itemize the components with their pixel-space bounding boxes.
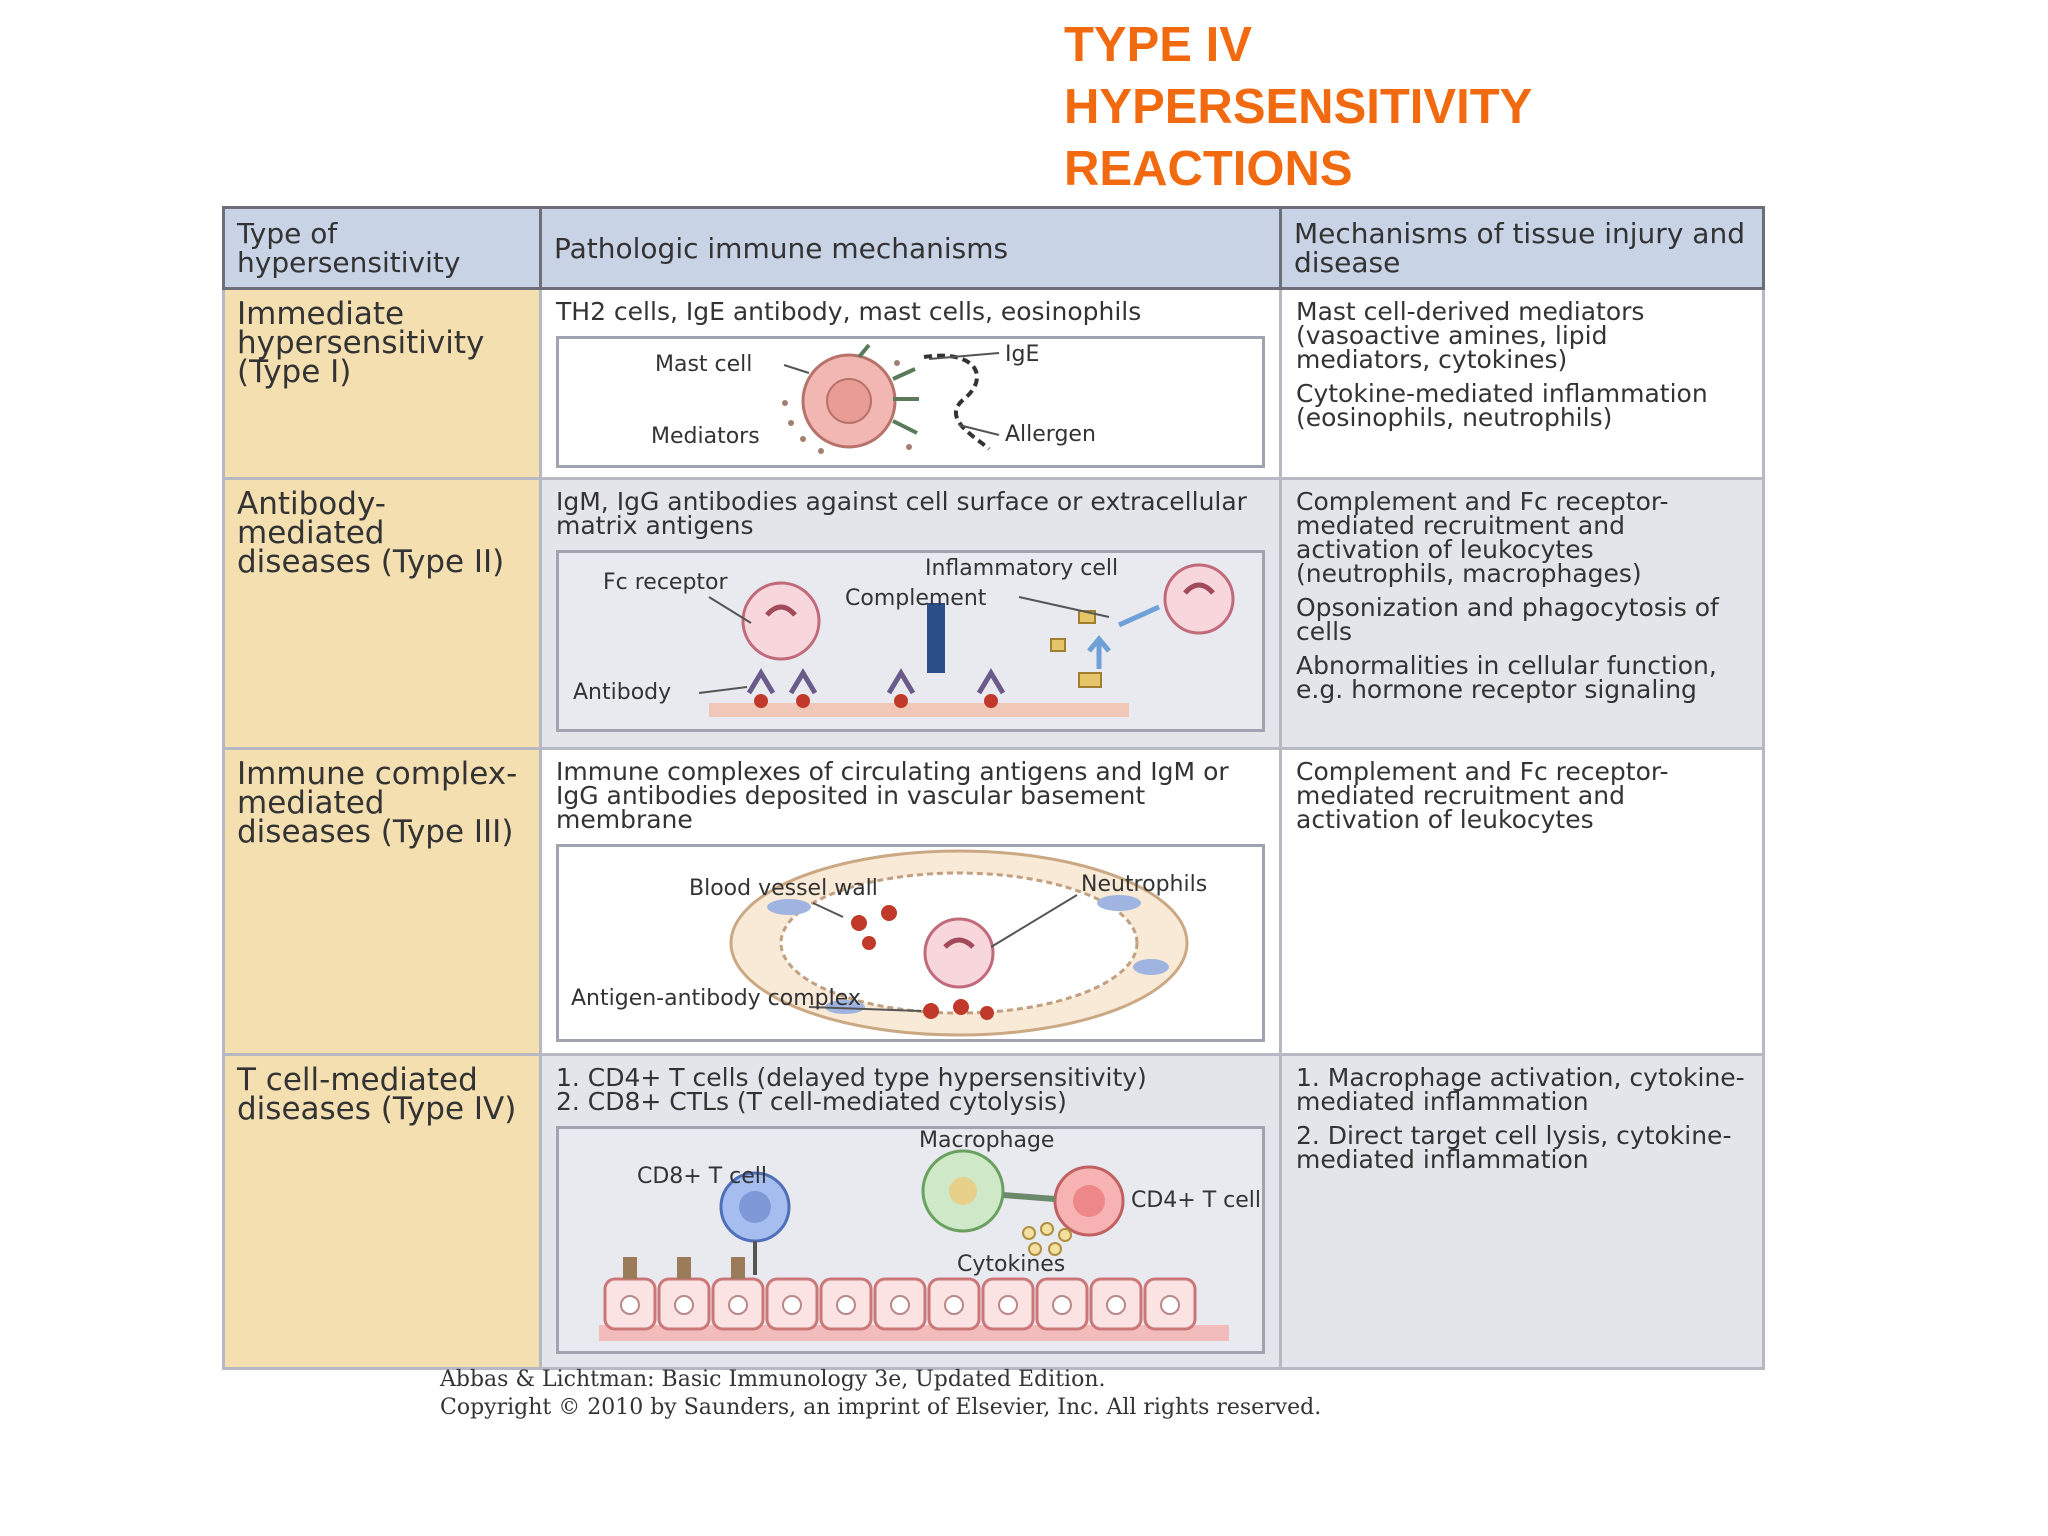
slide-title: TYPE IV HYPERSENSITIVITY REACTIONS: [1064, 14, 1764, 200]
mhc-molecules: [623, 1257, 745, 1279]
antigens-type2: [754, 694, 998, 708]
cell-surface: [709, 703, 1129, 717]
label-inflammatory-cell: Inflammatory cell: [925, 556, 1118, 581]
type-3-injury-cell: Complement and Fc receptor-mediated recr…: [1279, 747, 1765, 1056]
type-4-label: T cell-mediated diseases (Type IV): [222, 1053, 542, 1370]
fc-cell: [741, 581, 821, 661]
arrow-recruit: [1087, 635, 1111, 669]
label-cd4-t-cell: CD4+ T cell: [1131, 1188, 1259, 1213]
table-row-type-4: T cell-mediated diseases (Type IV) 1. CD…: [222, 1053, 1765, 1370]
label-complement: Complement: [845, 586, 987, 611]
label-allergen: Allergen: [1005, 422, 1096, 447]
type-2-injury-2: Opsonization and phagocytosis of cells: [1296, 593, 1719, 646]
type-1-injury-2: Cytokine-mediated inflammation (eosinoph…: [1296, 379, 1708, 432]
complement-complex: [927, 603, 945, 673]
label-macrophage: Macrophage: [919, 1129, 1054, 1153]
header-mechanism: Pathologic immune mechanisms: [539, 206, 1282, 290]
label-cytokines: Cytokines: [957, 1252, 1065, 1277]
header-injury: Mechanisms of tissue injury and disease: [1279, 206, 1765, 290]
label-mast-cell: Mast cell: [655, 352, 752, 377]
label-fc: Fc receptor: [603, 570, 729, 595]
label-antibody: Antibody: [573, 680, 671, 705]
type-3-injury-1: Complement and Fc receptor-mediated recr…: [1296, 757, 1669, 834]
title-line-3: REACTIONS: [1064, 142, 1353, 196]
type-2-injury-3: Abnormalities in cellular function, e.g.…: [1296, 651, 1717, 704]
type-3-mechanism-cell: Immune complexes of circulating antigens…: [539, 747, 1282, 1056]
type-4-injury-2: 2. Direct target cell lysis, cytokine-me…: [1296, 1121, 1732, 1174]
immune-complexes: [851, 905, 994, 1020]
type-2-illustration: Fc receptor Inflammatory cell Complement…: [556, 550, 1265, 732]
cytokine-dots: [1022, 1222, 1072, 1256]
arrow-to-cell: [1117, 604, 1161, 628]
type-4-mechanism-2: 2. CD8+ CTLs (T cell-mediated cytolysis): [556, 1087, 1067, 1116]
title-line-1: TYPE IV: [1064, 18, 1252, 72]
type-2-mechanism-cell: IgM, IgG antibodies against cell surface…: [539, 477, 1282, 750]
type-3-illustration: Blood vessel wall Neutrophils Antigen-an…: [556, 844, 1265, 1042]
endothelial-nuclei: [767, 895, 1169, 1014]
table-row-type-1: Immediate hypersensitivity (Type I) TH2 …: [222, 287, 1765, 480]
type-2-injury-1: Complement and Fc receptor-mediated recr…: [1296, 487, 1669, 588]
type-4-illustration: CD8+ T cell Macrophage CD4+ T cell Cytok…: [556, 1126, 1265, 1354]
type-2-label: Antibody-mediated diseases (Type II): [222, 477, 542, 750]
tissue-nuclei: [620, 1295, 1180, 1315]
type-1-illustration: Mast cell IgE Mediators Allergen: [556, 336, 1265, 468]
type-2-mechanism: IgM, IgG antibodies against cell surface…: [556, 487, 1247, 540]
type-1-injury-1: Mast cell-derived mediators (vasoactive …: [1296, 297, 1645, 374]
label-mediators: Mediators: [651, 424, 760, 449]
hypersensitivity-table-figure: Type of hypersensitivity Pathologic immu…: [222, 206, 1765, 1370]
label-ige: IgE: [1005, 342, 1039, 367]
table-row-type-2: Antibody-mediated diseases (Type II) IgM…: [222, 477, 1765, 750]
type-1-label: Immediate hypersensitivity (Type I): [222, 287, 542, 480]
label-antigen-antibody-complex: Antigen-antibody complex: [571, 986, 861, 1011]
table-row-type-3: Immune complex-mediated diseases (Type I…: [222, 747, 1765, 1056]
inflammatory-cell: [1163, 563, 1235, 635]
type-4-injury-1: 1. Macrophage activation, cytokine-media…: [1296, 1063, 1745, 1116]
ige-antibodies: [857, 343, 919, 435]
type-4-mechanism-1: 1. CD4+ T cells (delayed type hypersensi…: [556, 1063, 1147, 1092]
neutrophil: [923, 917, 995, 989]
header-type: Type of hypersensitivity: [222, 206, 542, 290]
type-3-mechanism: Immune complexes of circulating antigens…: [556, 757, 1229, 834]
figure-credit: Abbas & Lichtman: Basic Immunology 3e, U…: [440, 1366, 1321, 1422]
type-4-injury-cell: 1. Macrophage activation, cytokine-media…: [1279, 1053, 1765, 1370]
type-1-mechanism: TH2 cells, IgE antibody, mast cells, eos…: [556, 297, 1142, 326]
label-blood-vessel-wall: Blood vessel wall: [689, 876, 878, 901]
type-3-label: Immune complex-mediated diseases (Type I…: [222, 747, 542, 1056]
antibodies-type2: [746, 668, 1006, 695]
credit-line-2: Copyright © 2010 by Saunders, an imprint…: [440, 1395, 1322, 1420]
title-line-2: HYPERSENSITIVITY: [1064, 80, 1533, 134]
type-1-injury-cell: Mast cell-derived mediators (vasoactive …: [1279, 287, 1765, 480]
mast-cell-nucleus: [826, 378, 872, 424]
mediator-dots: [782, 360, 912, 454]
table-header-row: Type of hypersensitivity Pathologic immu…: [222, 206, 1765, 290]
label-neutrophils: Neutrophils: [1081, 872, 1207, 897]
type-4-mechanism-cell: 1. CD4+ T cells (delayed type hypersensi…: [539, 1053, 1282, 1370]
type-2-injury-cell: Complement and Fc receptor-mediated recr…: [1279, 477, 1765, 750]
hypersensitivity-table: Type of hypersensitivity Pathologic immu…: [222, 206, 1765, 1370]
credit-line-1: Abbas & Lichtman: Basic Immunology 3e, U…: [440, 1367, 1106, 1392]
label-cd8-t-cell: CD8+ T cell: [637, 1164, 767, 1189]
allergen-strand: [923, 353, 991, 451]
type-1-mechanism-cell: TH2 cells, IgE antibody, mast cells, eos…: [539, 287, 1282, 480]
